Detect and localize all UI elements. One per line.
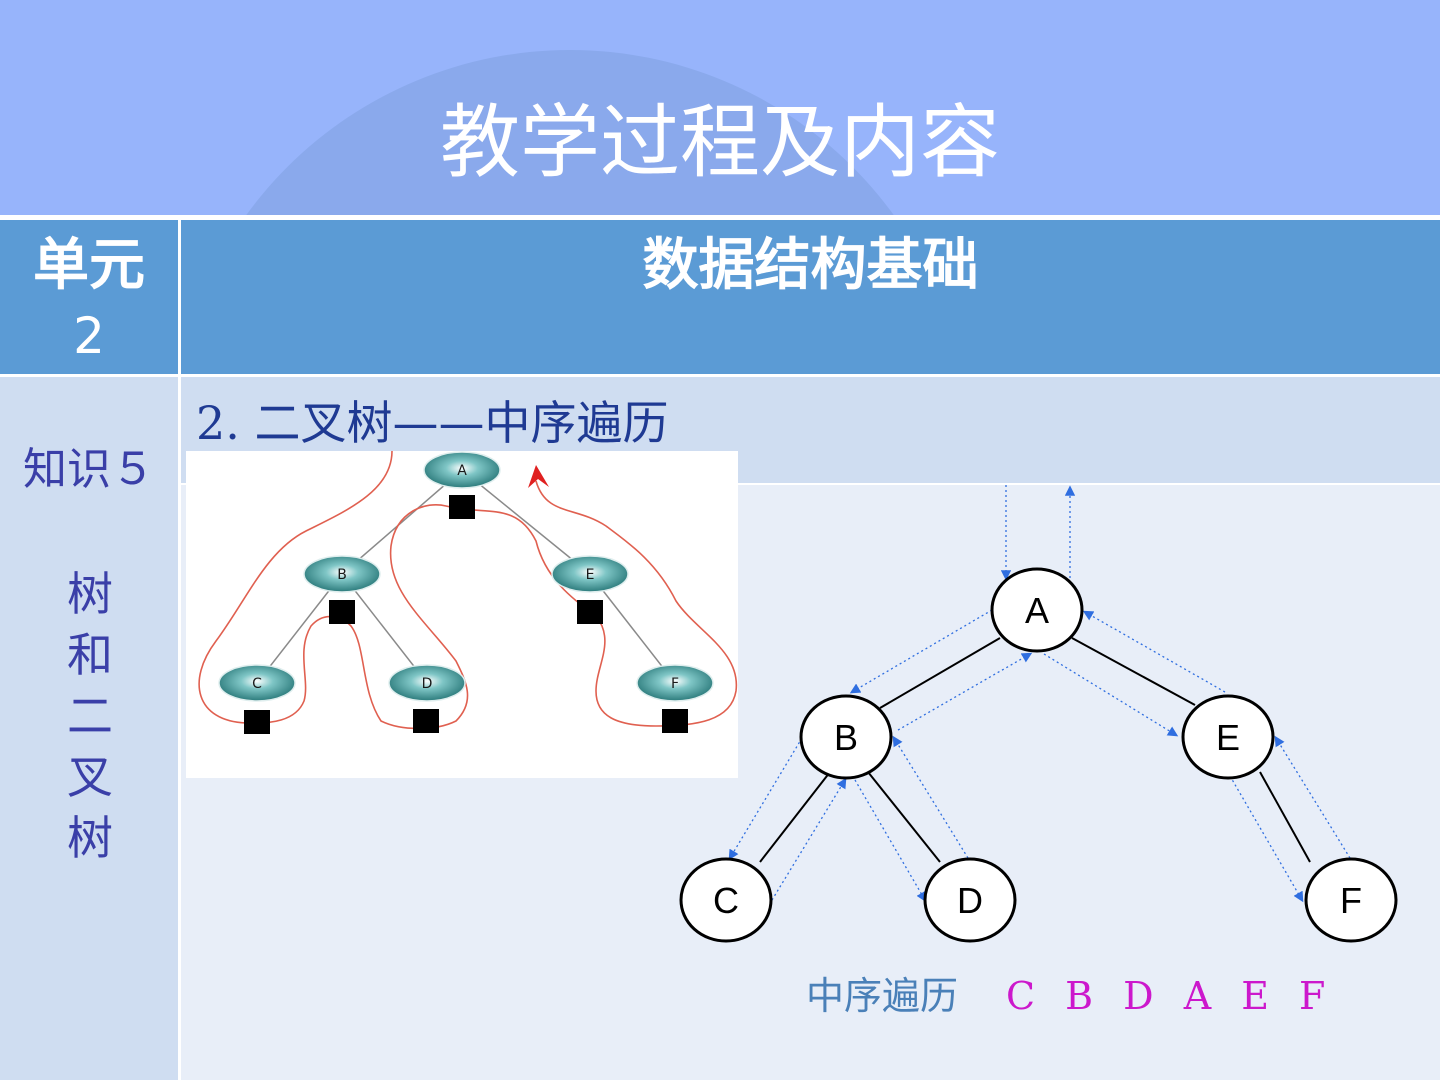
inorder-sequence: C B D A E F xyxy=(1006,974,1326,1018)
knowledge-topic: 树和二叉树 xyxy=(67,567,113,865)
illustration-node-label: B xyxy=(337,567,347,583)
knowledge-cell xyxy=(0,377,178,1080)
section-number: 2. xyxy=(196,396,240,450)
header-title-cell: 数据结构基础 xyxy=(181,220,1440,374)
unit-label: 单元 xyxy=(33,233,145,298)
traversal-path xyxy=(198,451,738,730)
illustration-edges xyxy=(256,469,676,684)
slide-title: 教学过程及内容 xyxy=(440,96,1000,189)
section-heading-text: 二叉树——中序遍历 xyxy=(239,396,669,450)
tree-node-c: C xyxy=(679,857,773,943)
null-markers xyxy=(244,495,688,734)
tree-node-label: E xyxy=(1216,717,1240,758)
illustration-nodes: A B E C D F xyxy=(218,451,714,702)
tree-nodes: A B E C D F xyxy=(679,567,1398,943)
illustration-node-c: C xyxy=(218,664,296,702)
inorder-tree-diagram: A B E C D F xyxy=(679,485,1398,943)
illustration-node-label: C xyxy=(252,676,262,692)
tree-node-b: B xyxy=(799,694,893,780)
tree-node-a: A xyxy=(990,567,1084,653)
illustration-node-e: E xyxy=(551,555,629,593)
tree-node-label: B xyxy=(834,717,858,758)
tree-node-d: D xyxy=(923,857,1017,943)
traversal-caption: 中序遍历 C B D A E F xyxy=(806,972,1325,1020)
header-title: 数据结构基础 xyxy=(642,233,979,298)
tree-node-label: C xyxy=(713,880,739,921)
illustration-node-a: A xyxy=(423,451,501,489)
path-arrowhead xyxy=(528,465,549,488)
traversal-illustration: A B E C D F xyxy=(186,451,738,778)
unit-number: 2 xyxy=(73,307,105,365)
illustration-node-d: D xyxy=(388,664,466,702)
illustration-node-label: F xyxy=(671,676,679,692)
tree-node-label: A xyxy=(1025,590,1049,631)
title-banner: 教学过程及内容 xyxy=(0,0,1440,215)
tree-node-e: E xyxy=(1181,694,1275,780)
traversal-arrows xyxy=(728,485,1351,903)
caption-label: 中序遍历 xyxy=(806,974,959,1018)
tree-node-label: F xyxy=(1340,880,1362,921)
traversal-illustration-svg: A B E C D F xyxy=(198,451,738,734)
illustration-node-label: E xyxy=(586,567,595,583)
unit-cell: 单元 2 xyxy=(0,220,178,374)
illustration-node-b: B xyxy=(303,555,381,593)
illustration-node-f: F xyxy=(636,664,714,702)
illustration-node-label: D xyxy=(422,676,433,692)
section-heading: 2. 二叉树——中序遍历 xyxy=(196,394,669,452)
tree-node-label: D xyxy=(957,880,983,921)
knowledge-label: 知识５ xyxy=(23,444,155,495)
tree-node-f: F xyxy=(1304,857,1398,943)
tree-edges xyxy=(759,637,1311,863)
illustration-node-label: A xyxy=(457,463,467,479)
